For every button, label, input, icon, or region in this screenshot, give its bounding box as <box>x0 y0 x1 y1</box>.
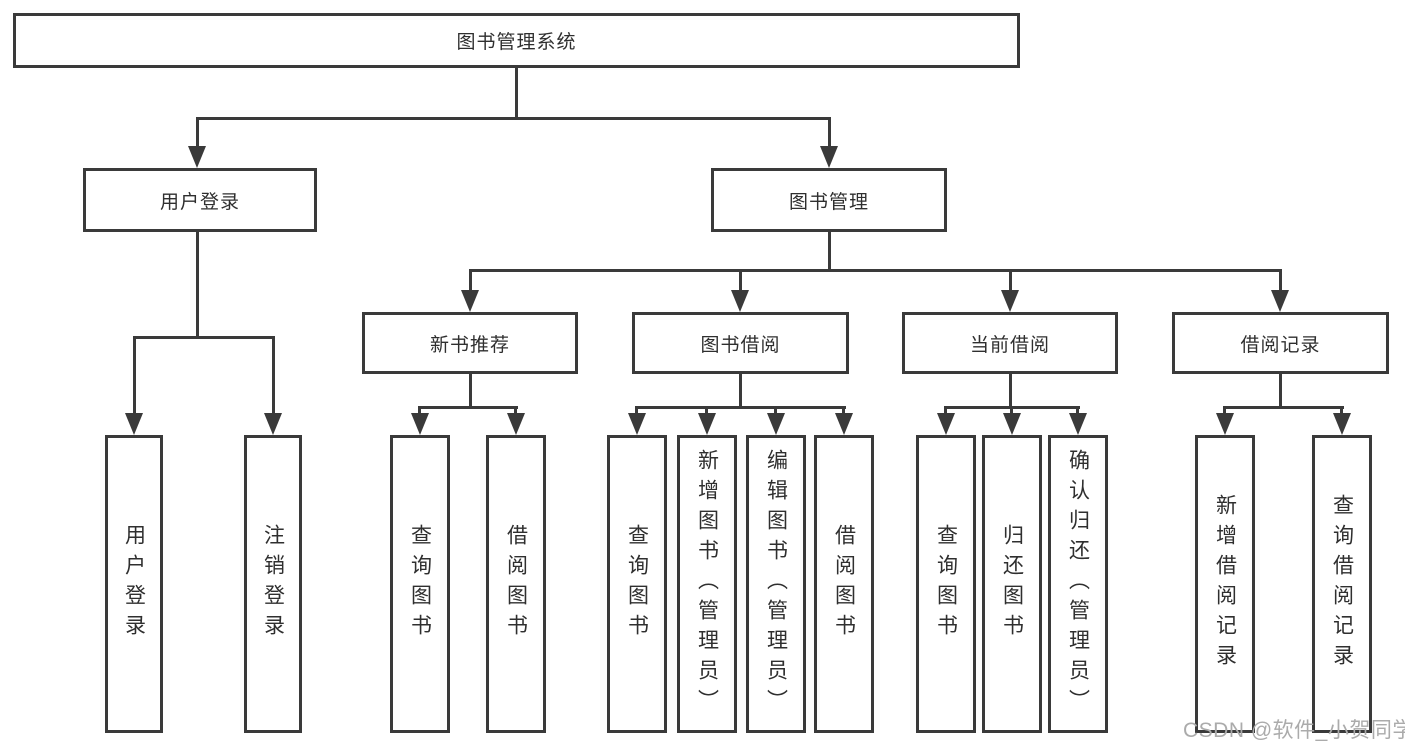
leaf-bb-query-books: 查询图书 <box>607 435 667 733</box>
node-new-book-recommend-label: 新书推荐 <box>429 334 510 356</box>
leaf-bb-add-books-admin: 新增图书（管理员） <box>677 435 737 733</box>
connector-stem-borrow-record <box>1279 269 1282 295</box>
node-borrow-record: 借阅记录 <box>1172 312 1389 374</box>
leaf-nbr-query-books: 查询图书 <box>390 435 450 733</box>
connector-book-borrow-bar <box>635 406 846 409</box>
node-root-label: 图书管理系统 <box>456 32 577 53</box>
leaf-br-query-record-label: 查询借阅记录 <box>1330 494 1354 674</box>
arrow-to-current-borrow <box>1001 290 1019 312</box>
connector-new-book-recommend-bar <box>418 406 518 409</box>
connector-stem-br-add <box>1223 406 1226 418</box>
leaf-bb-edit-books-admin-label: 编辑图书（管理员） <box>764 449 788 719</box>
connector-stem-book-management <box>828 117 831 149</box>
arrow-to-login-leaf <box>125 413 143 435</box>
connector-stem-login-leaf <box>133 336 136 416</box>
leaf-br-query-record: 查询借阅记录 <box>1312 435 1372 733</box>
connector-stem-cb-return <box>1010 406 1013 418</box>
arrow-to-user-login <box>188 146 206 168</box>
connector-stem-bb-borrow <box>842 406 845 418</box>
arrow-to-br-add <box>1216 413 1234 435</box>
connector-new-book-recommend-stem <box>469 374 472 409</box>
csdn-watermark: CSDN @软件_小贺同学 <box>1183 719 1405 742</box>
arrow-to-bb-add <box>698 413 716 435</box>
leaf-br-add-record: 新增借阅记录 <box>1195 435 1255 733</box>
arrow-to-cb-return <box>1003 413 1021 435</box>
leaf-user-login: 用户登录 <box>105 435 163 733</box>
leaf-cb-query-books-label: 查询图书 <box>934 524 958 644</box>
leaf-cb-return-books: 归还图书 <box>982 435 1042 733</box>
leaf-logout-label: 注销登录 <box>261 524 285 644</box>
node-current-borrow-label: 当前借阅 <box>969 334 1050 356</box>
arrow-to-borrow-record <box>1271 290 1289 312</box>
leaf-cb-query-books: 查询图书 <box>916 435 976 733</box>
leaf-cb-return-books-label: 归还图书 <box>1000 524 1024 644</box>
leaf-nbr-borrow-books-label: 借阅图书 <box>504 524 528 644</box>
arrow-to-book-management <box>820 146 838 168</box>
connector-stem-user-login <box>196 117 199 149</box>
connector-book-management-stem <box>828 232 831 272</box>
node-book-borrow-label: 图书借阅 <box>700 334 781 356</box>
arrow-to-cb-confirm <box>1069 413 1087 435</box>
connector-user-login-stem <box>196 232 199 339</box>
connector-stem-current-borrow <box>1009 269 1012 295</box>
arrow-to-br-query <box>1333 413 1351 435</box>
node-book-management: 图书管理 <box>711 168 947 232</box>
node-new-book-recommend: 新书推荐 <box>362 312 578 374</box>
connector-stem-bb-query <box>635 406 638 418</box>
node-root-library-management-system: 图书管理系统 <box>13 13 1020 68</box>
leaf-bb-add-books-admin-label: 新增图书（管理员） <box>695 449 719 719</box>
connector-stem-cb-confirm <box>1076 406 1079 418</box>
connector-stem-br-query <box>1340 406 1343 418</box>
node-current-borrow: 当前借阅 <box>902 312 1118 374</box>
connector-current-borrow-stem <box>1009 374 1012 409</box>
leaf-nbr-borrow-books: 借阅图书 <box>486 435 546 733</box>
arrow-to-book-borrow <box>731 290 749 312</box>
connector-user-login-bar <box>133 336 275 339</box>
leaf-logout: 注销登录 <box>244 435 302 733</box>
connector-stem-bb-edit <box>774 406 777 418</box>
node-borrow-record-label: 借阅记录 <box>1240 334 1321 356</box>
connector-stem-nbr-borrow <box>514 406 517 418</box>
connector-book-borrow-stem <box>739 374 742 409</box>
leaf-cb-confirm-return-admin: 确认归还（管理员） <box>1048 435 1108 733</box>
arrow-to-cb-query <box>937 413 955 435</box>
node-user-login-label: 用户登录 <box>159 191 240 213</box>
connector-stem-new-book-recommend <box>469 269 472 295</box>
leaf-nbr-query-books-label: 查询图书 <box>408 524 432 644</box>
leaf-bb-edit-books-admin: 编辑图书（管理员） <box>746 435 806 733</box>
connector-borrow-record-stem <box>1279 374 1282 409</box>
arrow-to-logout-leaf <box>264 413 282 435</box>
connector-stem-nbr-query <box>418 406 421 418</box>
arrow-to-new-book-recommend <box>461 290 479 312</box>
connector-stem-cb-query <box>944 406 947 418</box>
arrow-to-bb-edit <box>767 413 785 435</box>
connector-book-management-bar <box>469 269 1282 272</box>
arrow-to-bb-borrow <box>835 413 853 435</box>
connector-root-bar <box>196 117 831 120</box>
leaf-cb-confirm-return-admin-label: 确认归还（管理员） <box>1066 449 1090 719</box>
leaf-user-login-label: 用户登录 <box>122 524 146 644</box>
node-user-login: 用户登录 <box>83 168 317 232</box>
leaf-bb-query-books-label: 查询图书 <box>625 524 649 644</box>
connector-root-stem <box>515 68 518 120</box>
arrow-to-nbr-borrow <box>507 413 525 435</box>
arrow-to-nbr-query <box>411 413 429 435</box>
node-book-borrow: 图书借阅 <box>632 312 849 374</box>
node-book-management-label: 图书管理 <box>788 191 869 213</box>
leaf-bb-borrow-books-label: 借阅图书 <box>832 524 856 644</box>
connector-stem-logout-leaf <box>272 336 275 416</box>
arrow-to-bb-query <box>628 413 646 435</box>
leaf-bb-borrow-books: 借阅图书 <box>814 435 874 733</box>
connector-borrow-record-bar <box>1223 406 1344 409</box>
connector-stem-bb-add <box>705 406 708 418</box>
connector-stem-book-borrow <box>739 269 742 295</box>
leaf-br-add-record-label: 新增借阅记录 <box>1213 494 1237 674</box>
